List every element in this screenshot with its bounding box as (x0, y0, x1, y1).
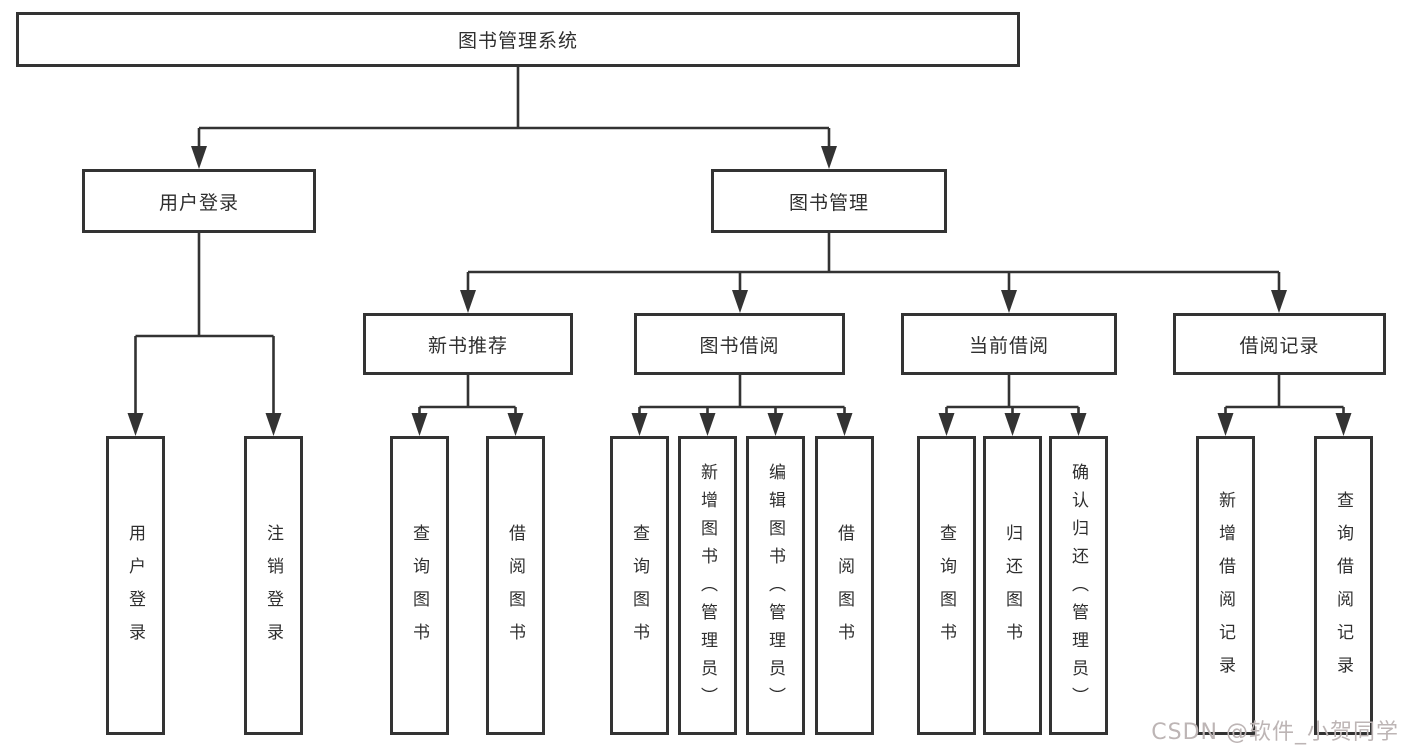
leaf-label: 查询图书 (936, 523, 956, 656)
leaf-query-books-current: 查询图书 (917, 436, 976, 735)
leaf-label: 归还图书 (1002, 523, 1022, 656)
leaf-borrow-books-recommend: 借阅图书 (486, 436, 545, 735)
leaf-label: 查询借阅记录 (1333, 490, 1353, 689)
leaf-user-login: 用户登录 (106, 436, 165, 735)
node-book-management: 图书管理 (711, 169, 947, 233)
node-library-system: 图书管理系统 (16, 12, 1020, 67)
leaf-label: 新增图书（管理员） (697, 462, 717, 715)
leaf-add-borrow-record: 新增借阅记录 (1196, 436, 1255, 735)
node-current-borrowing: 当前借阅 (901, 313, 1117, 375)
leaf-label: 确认归还（管理员） (1068, 462, 1088, 715)
leaf-label: 借阅图书 (834, 523, 854, 656)
leaf-query-books-borrowing: 查询图书 (610, 436, 669, 735)
leaf-label: 用户登录 (125, 523, 145, 656)
leaf-label: 注销登录 (263, 523, 283, 656)
csdn-watermark: CSDN @软件_小贺同学 (1151, 720, 1399, 745)
leaf-label: 新增借阅记录 (1215, 490, 1235, 689)
leaf-add-books-admin: 新增图书（管理员） (678, 436, 737, 735)
node-book-borrowing: 图书借阅 (634, 313, 845, 375)
leaf-label: 查询图书 (629, 523, 649, 656)
leaf-label: 查询图书 (409, 523, 429, 656)
leaf-query-books-recommend: 查询图书 (390, 436, 449, 735)
node-user-login: 用户登录 (82, 169, 316, 233)
node-borrow-records: 借阅记录 (1173, 313, 1386, 375)
node-new-book-recommend: 新书推荐 (363, 313, 573, 375)
leaf-label: 编辑图书（管理员） (765, 462, 785, 715)
leaf-confirm-return-admin: 确认归还（管理员） (1049, 436, 1108, 735)
leaf-logout: 注销登录 (244, 436, 303, 735)
leaf-query-borrow-record: 查询借阅记录 (1314, 436, 1373, 735)
leaf-label: 借阅图书 (505, 523, 525, 656)
leaf-edit-books-admin: 编辑图书（管理员） (746, 436, 805, 735)
leaf-borrow-books-borrowing: 借阅图书 (815, 436, 874, 735)
leaf-return-books: 归还图书 (983, 436, 1042, 735)
